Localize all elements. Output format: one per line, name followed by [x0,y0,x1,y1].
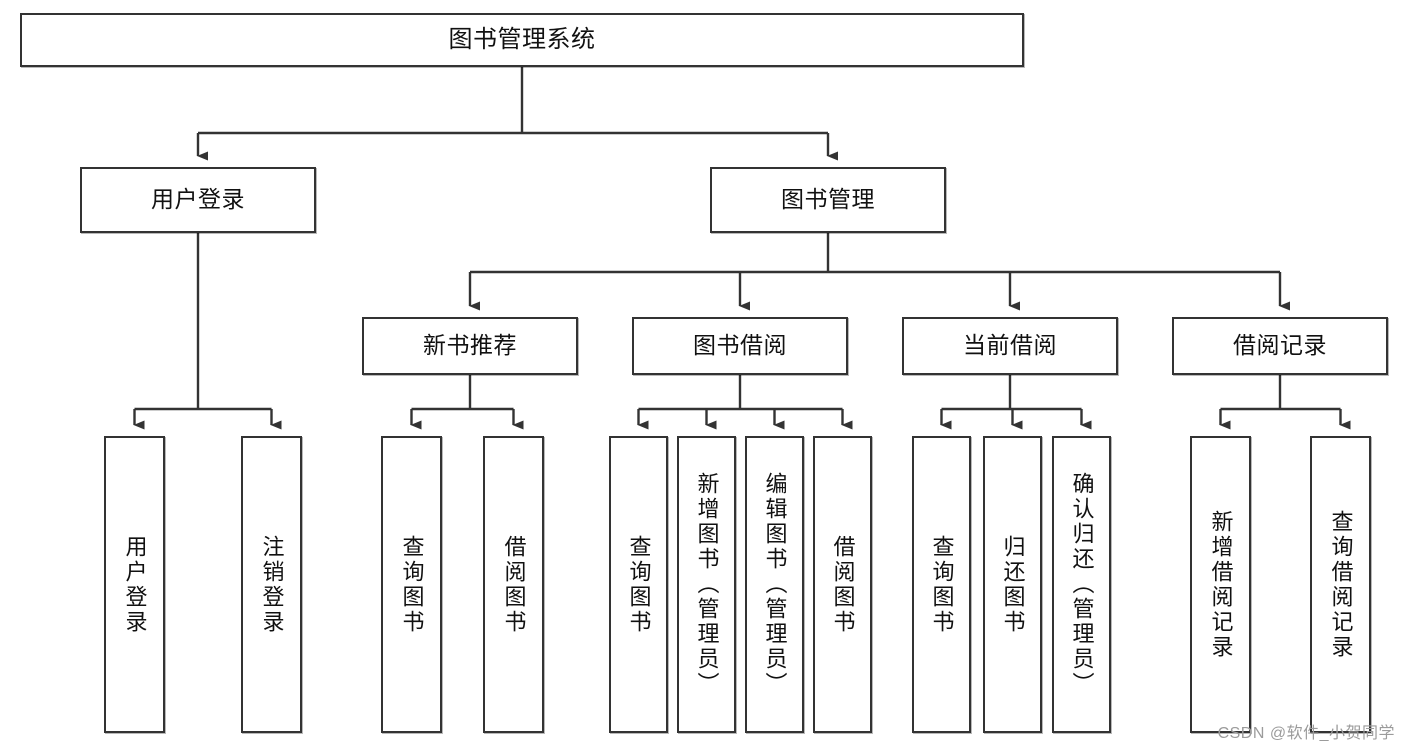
node-new-book-recommendation[interactable]: 新书推荐 [362,317,578,375]
node-current-borrowing[interactable]: 当前借阅 [902,317,1118,375]
node-label: 查询图书 [626,534,652,635]
node-label: 新书推荐 [423,332,517,359]
node-leaf-borrow-books-new[interactable]: 借阅图书 [483,436,544,733]
node-label: 新增借阅记录 [1208,509,1234,660]
node-label: 当前借阅 [963,332,1057,359]
node-leaf-query-books-current[interactable]: 查询图书 [912,436,971,733]
node-leaf-add-borrow-record[interactable]: 新增借阅记录 [1190,436,1251,733]
node-leaf-confirm-return-admin[interactable]: 确认归还（管理员） [1052,436,1111,733]
node-label: 注销登录 [259,534,285,635]
node-leaf-query-books-new[interactable]: 查询图书 [381,436,442,733]
node-leaf-logout[interactable]: 注销登录 [241,436,302,733]
node-book-borrowing[interactable]: 图书借阅 [632,317,848,375]
node-label: 图书管理系统 [448,25,596,53]
node-label: 图书借阅 [693,332,787,359]
node-label: 借阅记录 [1233,332,1327,359]
node-leaf-add-book-admin[interactable]: 新增图书（管理员） [677,436,736,733]
node-user-login[interactable]: 用户登录 [80,167,316,233]
node-label: 图书管理 [781,186,875,213]
node-label: 查询借阅记录 [1328,509,1354,660]
node-label: 查询图书 [399,534,425,635]
node-label: 确认归还（管理员） [1069,472,1095,697]
node-borrowing-records[interactable]: 借阅记录 [1172,317,1388,375]
node-root-book-management-system[interactable]: 图书管理系统 [20,13,1024,67]
node-leaf-user-login[interactable]: 用户登录 [104,436,165,733]
node-leaf-edit-book-admin[interactable]: 编辑图书（管理员） [745,436,804,733]
node-label: 查询图书 [929,534,955,635]
node-leaf-query-borrow-record[interactable]: 查询借阅记录 [1310,436,1371,733]
node-leaf-borrow-books[interactable]: 借阅图书 [813,436,872,733]
node-label: 新增图书（管理员） [694,472,720,697]
node-label: 借阅图书 [830,534,856,635]
node-label: 用户登录 [122,534,148,635]
node-book-management[interactable]: 图书管理 [710,167,946,233]
node-leaf-query-books[interactable]: 查询图书 [609,436,668,733]
node-label: 借阅图书 [501,534,527,635]
node-leaf-return-books[interactable]: 归还图书 [983,436,1042,733]
node-label: 编辑图书（管理员） [762,472,788,697]
node-label: 用户登录 [151,186,245,213]
node-label: 归还图书 [1000,534,1026,635]
watermark-text: CSDN @软件_小贺同学 [1217,725,1395,742]
